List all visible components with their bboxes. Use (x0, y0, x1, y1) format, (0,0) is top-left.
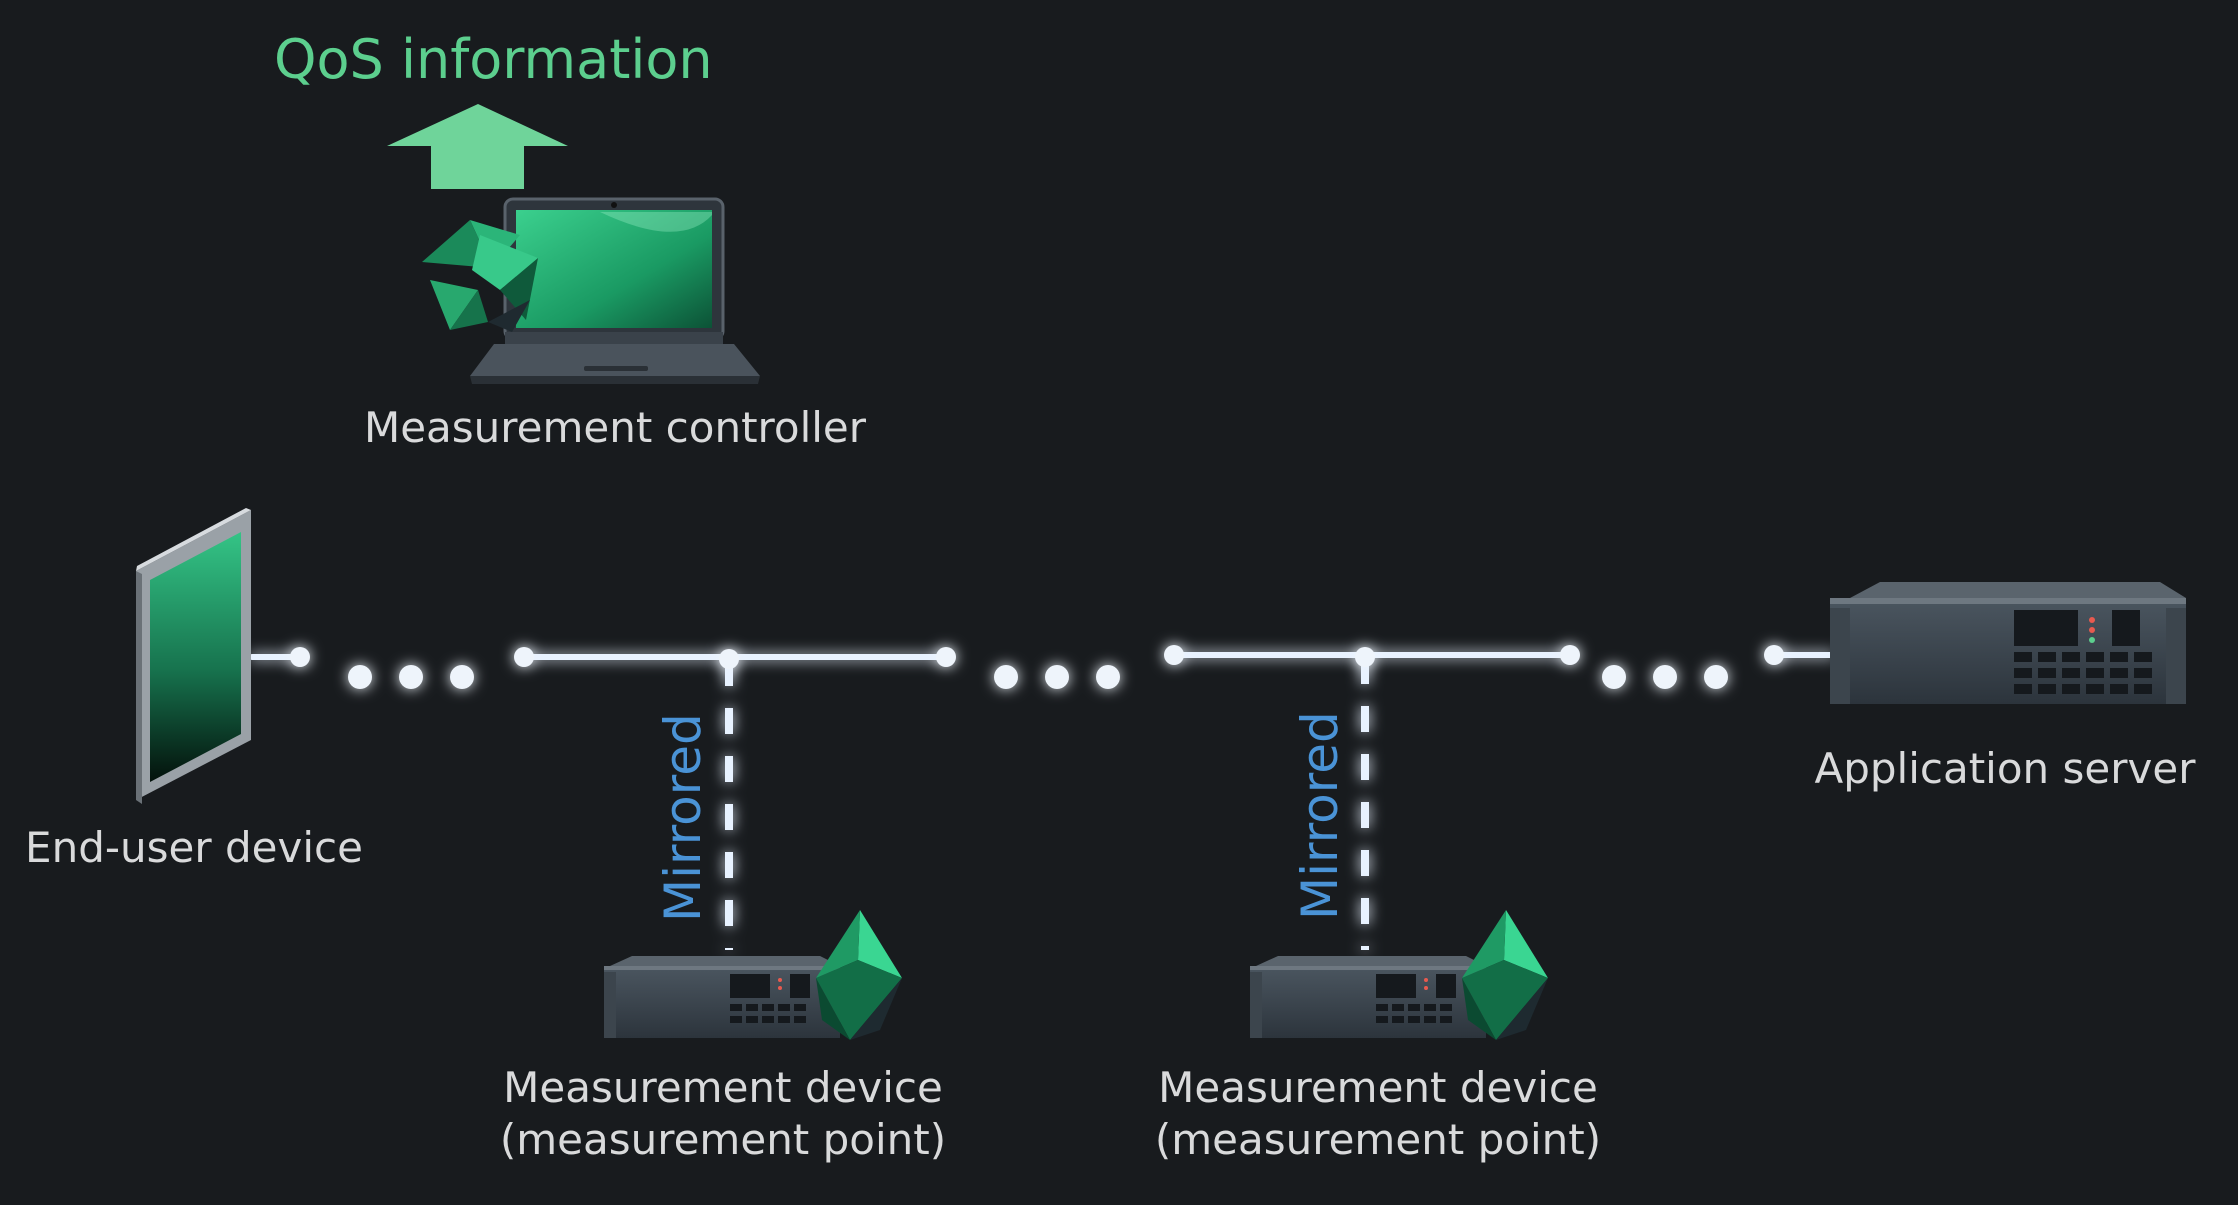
measurement-device-label-line2: (measurement point) (1154, 1115, 1602, 1164)
end-user-device-label: End-user device (25, 823, 363, 872)
mirrored-label-1: Mirrored (654, 713, 712, 922)
ellipsis-dot (1096, 665, 1120, 689)
ellipsis-dot (1704, 665, 1728, 689)
server-icon (604, 956, 840, 1038)
application-server-label: Application server (1814, 744, 2196, 793)
measurement-device-2 (1250, 910, 1548, 1040)
tap-node (719, 649, 739, 669)
measurement-controller-label: Measurement controller (363, 403, 867, 452)
laptop-icon (470, 197, 760, 384)
server-icon (1250, 956, 1486, 1038)
ellipsis-dot (348, 665, 372, 689)
ellipsis-dot (1045, 665, 1069, 689)
measurement-device-1-label: Measurement device (measurement point) (470, 1062, 976, 1166)
node (1164, 645, 1184, 665)
ellipsis-dot (450, 665, 474, 689)
link-nodes (290, 645, 1784, 689)
measurement-device-1 (604, 910, 902, 1040)
measurement-device-label-line2: (measurement point) (499, 1115, 947, 1164)
crystal-icon (1462, 910, 1548, 1040)
measurement-device-label-line1: Measurement device (1158, 1063, 1598, 1112)
ellipsis-dot (1653, 665, 1677, 689)
up-arrow-icon (387, 104, 568, 189)
tap-node (1355, 647, 1375, 667)
node (514, 647, 534, 667)
mirrored-label-2: Mirrored (1291, 711, 1349, 920)
node (290, 647, 310, 667)
qos-information-label: QoS information (274, 28, 713, 91)
network-links (249, 652, 1835, 950)
server-icon (1830, 582, 2186, 704)
node (1764, 645, 1784, 665)
ellipsis-dot (1602, 665, 1626, 689)
node (936, 647, 956, 667)
measurement-device-label-line1: Measurement device (503, 1063, 943, 1112)
crystal-icon (816, 910, 902, 1040)
tablet-icon (136, 508, 251, 804)
measurement-device-2-label: Measurement device (measurement point) (1124, 1062, 1632, 1166)
crystal-icon (422, 220, 538, 332)
ellipsis-dot (399, 665, 423, 689)
ellipsis-dot (994, 665, 1018, 689)
node (1560, 645, 1580, 665)
